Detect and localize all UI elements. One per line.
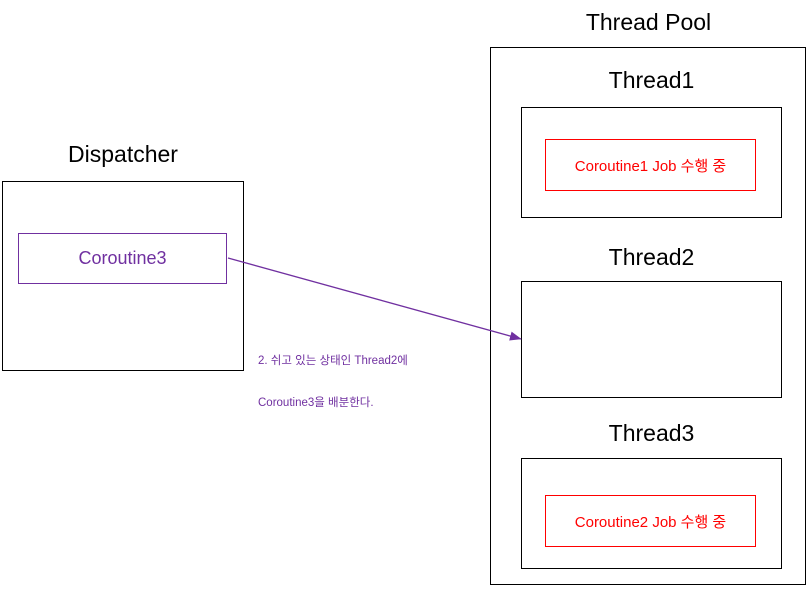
thread3-job-box[interactable]: Coroutine2 Job 수행 중 [545,495,756,547]
thread1-title: Thread1 [608,67,695,93]
coroutine3-box[interactable]: Coroutine3 [18,233,227,284]
thread3-box [521,458,782,569]
connector-annotation-line2: Coroutine3을 배분한다. [258,397,374,409]
thread2-title: Thread2 [608,244,695,270]
thread1-job-label: Coroutine1 Job 수행 중 [574,157,727,175]
thread2-box[interactable] [521,281,782,398]
connector-annotation: 2. 쉬고 있는 상태인 Thread2에 Coroutine3을 배분한다. [258,326,488,438]
thread3-job-label: Coroutine2 Job 수행 중 [574,513,727,531]
coroutine3-label: Coroutine3 [78,248,167,268]
thread2-job-label [522,282,781,397]
thread3-title: Thread3 [608,420,695,446]
thread-pool-title: Thread Pool [585,9,712,35]
thread1-job-box[interactable]: Coroutine1 Job 수행 중 [545,139,756,191]
dispatcher-title: Dispatcher [68,141,178,167]
thread1-box [521,107,782,218]
connector-annotation-line1: 2. 쉬고 있는 상태인 Thread2에 [258,355,408,367]
